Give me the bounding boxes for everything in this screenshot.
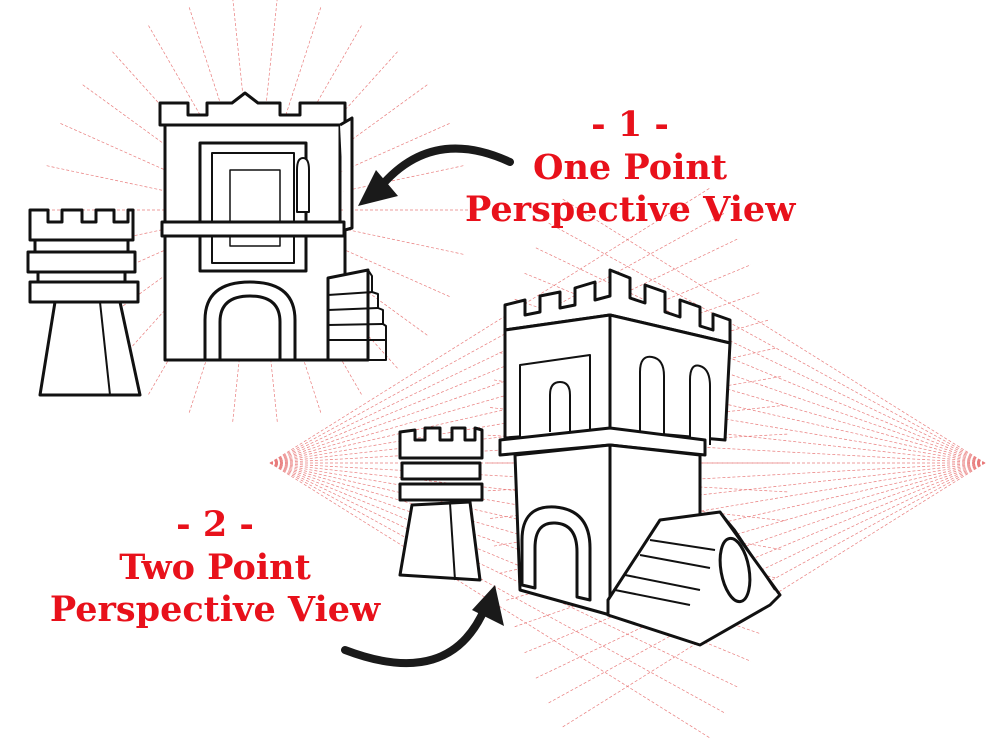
one-point-rook: [26, 208, 142, 397]
guide-line: [533, 462, 986, 680]
arrow-to-one-point: [358, 144, 514, 206]
guide-line: [269, 375, 783, 464]
one-point-caption: - 1 - One Point Perspective View: [465, 104, 795, 232]
guide-line: [546, 221, 986, 464]
two-point-caption: - 2 - Two Point Perspective View: [40, 504, 390, 632]
guide-line: [269, 462, 751, 662]
arrow-to-two-point: [341, 585, 504, 668]
one-point-title: One Point: [532, 146, 728, 188]
one-point-number: - 1 -: [591, 104, 669, 145]
guide-line: [269, 462, 783, 551]
one-point-perspective-drawing: [26, 0, 470, 424]
guide-line: [560, 197, 986, 464]
guide-line: [269, 187, 712, 464]
one-point-subtitle: Perspective View: [465, 189, 796, 231]
two-point-rook: [398, 426, 484, 582]
two-point-perspective-drawing: [269, 187, 986, 739]
two-point-castle: [498, 268, 782, 647]
two-point-number: - 2 -: [176, 504, 254, 545]
one-point-castle: [158, 91, 387, 362]
guide-line: [269, 462, 726, 714]
two-point-title: Two Point: [119, 546, 311, 588]
two-point-subtitle: Perspective View: [49, 589, 381, 631]
guide-line: [269, 212, 726, 464]
guide-line: [269, 462, 740, 689]
guide-line: [269, 462, 762, 635]
